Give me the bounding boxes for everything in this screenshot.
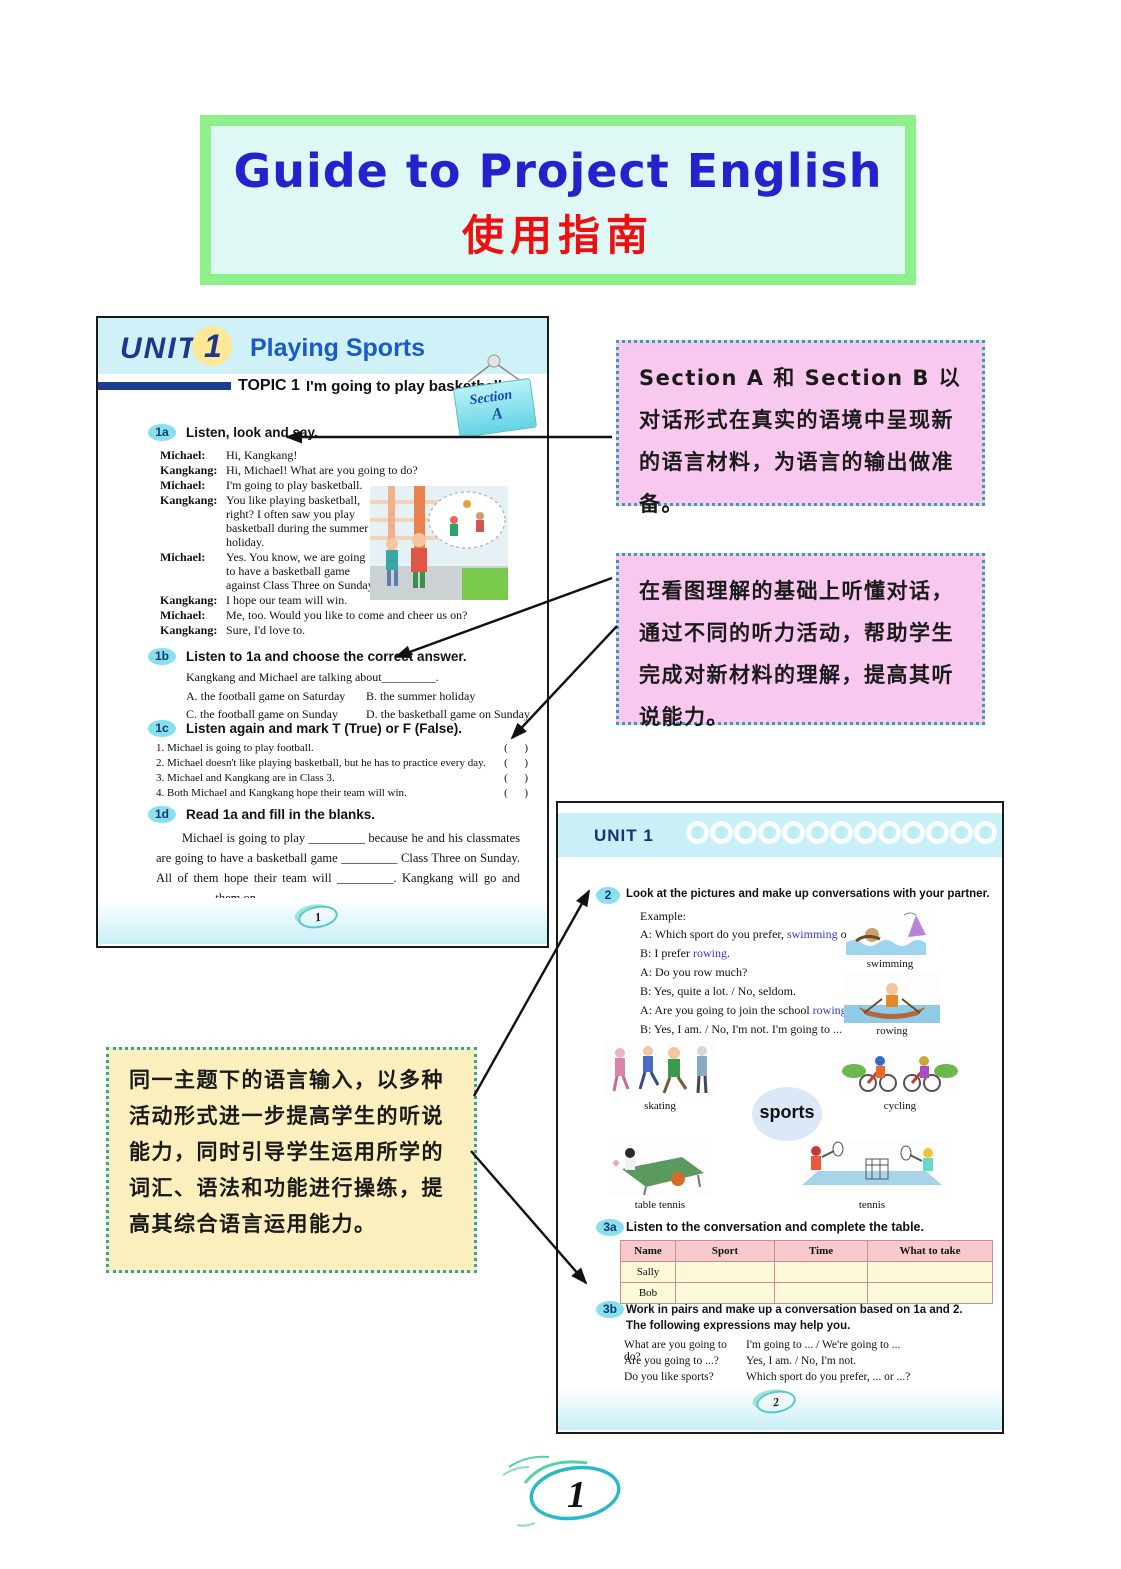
expression-row: What are you going to do?I'm going to ..… [624, 1339, 901, 1363]
topic-bar [98, 382, 231, 390]
section-a-sign: Section A [446, 354, 542, 439]
annotation-note-2: 在看图理解的基础上听懂对话，通过不同的听力活动，帮助学生完成对新材料的理解，提高… [616, 553, 985, 729]
annotation-note-1: Section A 和 Section B 以对话形式在真实的语境中呈现新的语言… [616, 340, 985, 516]
cycling-label: cycling [883, 1100, 917, 1112]
dialogue-illustration [370, 486, 508, 600]
expression-row: Are you going to ...?Yes, I am. / No, I'… [624, 1355, 857, 1367]
example-line: B: I prefer rowing. [640, 946, 730, 960]
tennis-picture [794, 1141, 950, 1193]
listening-table: Name Sport Time What to take Sally Bob [620, 1240, 993, 1304]
option-c: C. the football game on Sunday [186, 707, 338, 721]
example-line: B: Yes, quite a lot. / No, seldom. [640, 984, 797, 998]
title-3a: Listen to the conversation and complete … [626, 1220, 924, 1234]
badge-3a: 3a [596, 1219, 624, 1236]
tennis-label: tennis [858, 1199, 886, 1211]
expression-row: Do you like sports?Which sport do you pr… [624, 1371, 911, 1383]
tf-item: 1. Michael is going to play football.( ) [156, 742, 528, 754]
rowing-label: rowing [876, 1025, 908, 1037]
expressions-list: What are you going to do?I'm going to ..… [624, 1339, 910, 1387]
cycling-picture [840, 1041, 960, 1093]
textbook-page-2: UNIT 1 2 Look at the pictures and make u… [556, 801, 1004, 1434]
page1-footer [98, 898, 547, 944]
sign-strings-icon [467, 354, 523, 383]
swimming-label: swimming [866, 958, 914, 970]
skating-label: skating [644, 1100, 676, 1112]
badge-1c: 1c [148, 720, 176, 737]
page2-number: 2 [771, 1394, 781, 1410]
unit-header: UNIT 1 Playing Sports [98, 318, 547, 374]
example-line: B: Yes, I am. / No, I'm not. I'm going t… [640, 1022, 842, 1036]
unit-label: UNIT [120, 332, 198, 365]
example-line: A: Do you row much? [640, 965, 748, 979]
title-1b: Listen to 1a and choose the correct answ… [186, 649, 467, 664]
tf-item: 3. Michael and Kangkang are in Class 3.(… [156, 772, 528, 784]
dialogue-line: Michael:Me, too. Would you like to come … [160, 608, 468, 622]
guide-title-english: Guide to Project English [233, 144, 883, 198]
textbook-page-1: UNIT 1 Playing Sports TOPIC 1 I'm going … [96, 316, 549, 948]
dialogue-line: Kangkang:Sure, I'd love to. [160, 623, 306, 637]
true-false-items: 1. Michael is going to play football.( )… [156, 742, 528, 799]
tf-item: 2. Michael doesn't like playing basketba… [156, 757, 528, 769]
table-row: Bob [620, 1282, 993, 1304]
sports-label: sports [759, 1102, 815, 1122]
title-1a: Listen, look and say. [186, 425, 318, 440]
unit-title: Playing Sports [250, 334, 426, 362]
document-page-number: 1 [567, 1474, 586, 1516]
guide-title-chinese: 使用指南 [461, 211, 654, 260]
option-b: B. the summer holiday [366, 689, 476, 703]
page2-unit-label: UNIT 1 [594, 826, 654, 845]
sports-oval: sports [752, 1087, 822, 1141]
example-label: Example: [640, 909, 686, 923]
title-2: Look at the pictures and make up convers… [626, 888, 990, 900]
dialogue-line: Michael:Hi, Kangkang! [160, 448, 298, 462]
table-tennis-picture [608, 1143, 712, 1195]
unit-number: 1 [204, 328, 222, 364]
question-stem: Kangkang and Michael are talking about__… [186, 670, 439, 684]
dialogue-line: Kangkang:Hi, Michael! What are you going… [160, 463, 418, 477]
badge-1b: 1b [148, 648, 176, 665]
option-a: A. the football game on Saturday [186, 689, 346, 703]
topic-label: TOPIC 1 [238, 377, 300, 394]
dialogue-line: Michael:Yes. You know, we are going to h… [160, 550, 376, 592]
badge-1d: 1d [148, 806, 176, 823]
fill-blanks-paragraph: Michael is going to play _________ becau… [156, 831, 520, 905]
title-3b: Work in pairs and make up a conversation… [626, 1304, 963, 1332]
title-1d: Read 1a and fill in the blanks. [186, 807, 376, 822]
title-1c: Listen again and mark T (True) or F (Fal… [186, 721, 463, 736]
badge-1a: 1a [148, 424, 176, 441]
decorative-rings [686, 821, 998, 844]
badge-3b: 3b [596, 1301, 624, 1318]
sign-board: Section A [452, 377, 538, 439]
table-row: Sally [620, 1261, 993, 1283]
document-page-number-swirl: 1 [502, 1455, 621, 1527]
unit-number-circle [192, 326, 232, 366]
title-box: Guide to Project English 使用指南 [200, 115, 916, 285]
annotation-note-3: 同一主题下的语言输入，以多种活动形式进一步提高学生的听说能力，同时引导学生运用所… [106, 1047, 477, 1273]
table-header-row: Name Sport Time What to take [620, 1240, 993, 1262]
swimming-picture [846, 903, 934, 955]
dialogue-line: Kangkang:You like playing basketball, ri… [160, 493, 369, 549]
dialogue-line: Kangkang:I hope our team will win. [160, 593, 348, 607]
page1-number: 1 [313, 909, 323, 925]
rowing-picture [844, 973, 940, 1023]
page2-footer [558, 1387, 1002, 1430]
option-d: D. the basketball game on Sunday [366, 707, 530, 721]
skating-picture [604, 1041, 716, 1097]
tf-item: 4. Both Michael and Kangkang hope their … [156, 787, 528, 799]
dialogue-line: Michael:I'm going to play basketball. [160, 478, 363, 492]
table-tennis-label: table tennis [634, 1199, 686, 1211]
unit-band: UNIT 1 [558, 813, 1002, 857]
badge-2: 2 [596, 887, 620, 904]
